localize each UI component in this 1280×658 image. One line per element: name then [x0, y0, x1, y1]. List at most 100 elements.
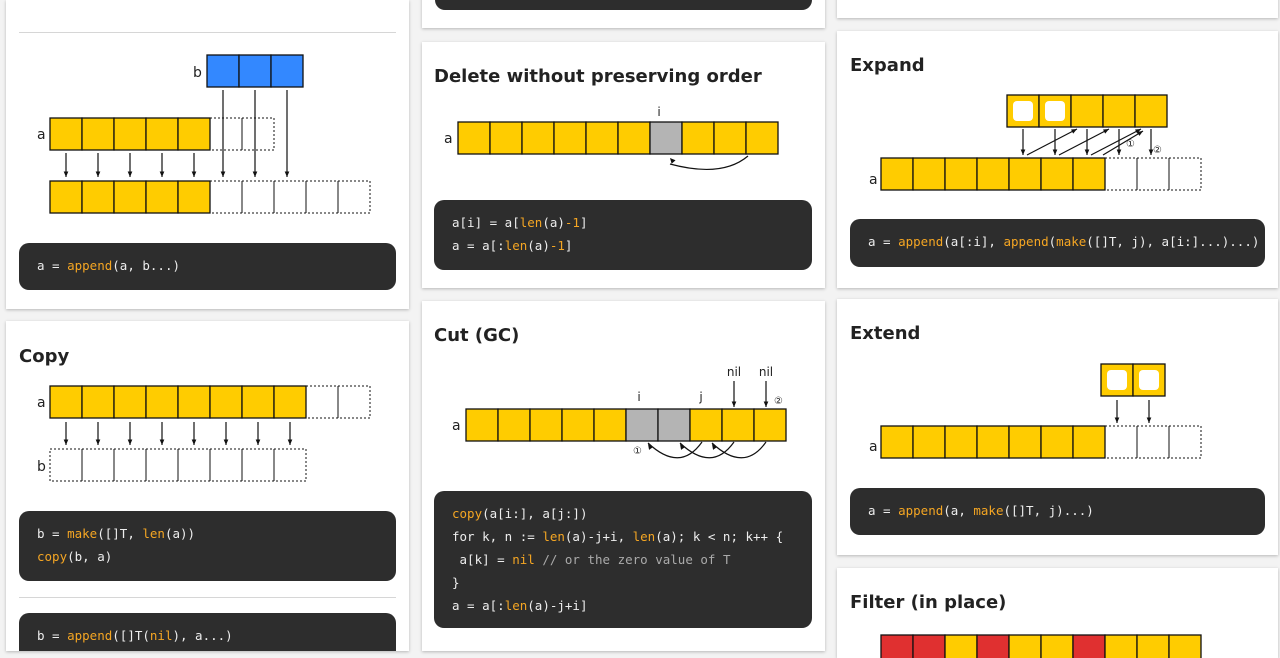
arrowhead: [1020, 149, 1026, 155]
j-label: j: [698, 390, 702, 404]
capacity-cell: [209, 117, 243, 151]
a-cell: [1008, 157, 1042, 191]
curved-arrow: [669, 155, 749, 171]
capacity-cell: [1104, 425, 1138, 459]
capacity-cell: [337, 385, 371, 419]
a-cell: [585, 121, 619, 155]
a-cell: [1008, 425, 1042, 459]
i-label: i: [657, 105, 660, 119]
a-cell: [209, 385, 243, 419]
zero-value-slot: [1139, 370, 1159, 390]
a-cell: [1104, 634, 1138, 658]
extend-diagram: a: [869, 363, 1202, 459]
a-slice-cells: [49, 385, 371, 419]
b-cell: [81, 448, 115, 482]
arrowhead: [127, 439, 133, 445]
a-cell: [177, 385, 211, 419]
arrow: [1102, 130, 1144, 156]
b-cell: [273, 448, 307, 482]
a-cell: [521, 121, 555, 155]
a-cell: [49, 117, 83, 151]
arrowhead: [1116, 149, 1122, 155]
card-title: Extend: [850, 323, 921, 344]
move-arrows: [647, 381, 769, 459]
zero-value-slot: [1013, 101, 1033, 121]
b-cell: [177, 448, 211, 482]
result-cell: [49, 180, 83, 214]
filter-diagram: [880, 634, 1202, 658]
a-slice-cells: [880, 157, 1202, 191]
b-label: b: [37, 459, 46, 475]
append-diagram: b a: [37, 54, 371, 214]
delete-diagram: i a: [444, 105, 779, 171]
a-cell: [1008, 634, 1042, 658]
arrowhead: [648, 444, 654, 450]
a-cell: [145, 385, 179, 419]
curved-arrow: [679, 441, 735, 459]
filter-card: Filter (in place): [837, 568, 1278, 658]
code-block: a = append(a, b...): [19, 243, 396, 290]
inserted-cell: [1102, 94, 1136, 128]
a-cell: [1040, 425, 1074, 459]
arrowhead: [1103, 129, 1109, 134]
cut-card: Cut (GC) i j nil nil ② ① a copy(a[i:], a…: [422, 301, 825, 651]
a-cell: [1072, 157, 1106, 191]
a-cell: [489, 121, 523, 155]
arrowhead: [1137, 131, 1143, 136]
b-cell: [238, 54, 272, 88]
arrow: [1058, 128, 1110, 156]
a-cell: [465, 408, 499, 442]
a-cell: [1072, 425, 1106, 459]
arrowhead: [63, 439, 69, 445]
expand-card: Expand a ① ② a = append(a[:i], append(ma…: [837, 31, 1278, 288]
a-cell: [529, 408, 563, 442]
step-1-marker: ①: [633, 446, 642, 457]
code-line: a = append(a, make([]T, j)...): [868, 503, 1094, 518]
a-cell: [681, 121, 715, 155]
result-cell: [113, 180, 147, 214]
card-title: Delete without preserving order: [434, 66, 762, 87]
arrowhead: [1052, 149, 1058, 155]
a-cell: [745, 121, 779, 155]
a-cell: [113, 117, 147, 151]
arrowhead: [63, 171, 69, 177]
a-cell: [753, 408, 787, 442]
a-slice-cells: [880, 634, 1202, 658]
a-cell: [593, 408, 627, 442]
a-cell: [113, 385, 147, 419]
code-line: a = a[:len(a)-1]: [452, 238, 573, 253]
b-slice-cells: [49, 448, 307, 482]
result-cell: [273, 180, 307, 214]
a-cell: [561, 408, 595, 442]
a-cell: [177, 117, 211, 151]
arrowhead: [191, 439, 197, 445]
separator: [19, 32, 396, 33]
arrow: [1026, 128, 1078, 156]
copy-card: Copy a b b = make([]T, len(a))copy(b, a)…: [6, 321, 409, 651]
new-slice-cells: [1100, 363, 1166, 397]
code-line: a[i] = a[len(a)-1]: [452, 215, 588, 230]
delete-card: Delete without preserving order i a a[i]…: [422, 42, 825, 288]
b-cell: [241, 448, 275, 482]
a-cell: [976, 157, 1010, 191]
move-arrow: [669, 155, 749, 171]
a-cell: [457, 121, 491, 155]
code-line: copy(a[i:], a[j:]): [452, 506, 588, 521]
arrowhead: [159, 439, 165, 445]
arrowhead: [1071, 129, 1077, 134]
a-label: a: [869, 439, 878, 455]
previous-card-bottom: [837, 0, 1278, 18]
code-line: for k, n := len(a)-j+i, len(a); k < n; k…: [452, 529, 784, 544]
a-cell: [944, 634, 978, 658]
inserted-cell: [1134, 94, 1168, 128]
a-cell: [1040, 634, 1074, 658]
arrowhead: [1114, 417, 1120, 423]
a-cell: [81, 117, 115, 151]
code-line: }: [452, 575, 460, 590]
a-cell: [944, 157, 978, 191]
arrowhead: [159, 171, 165, 177]
code-line: copy(b, a): [37, 549, 113, 564]
a-cell: [912, 425, 946, 459]
a-cell: [273, 385, 307, 419]
capacity-cell: [1168, 157, 1202, 191]
